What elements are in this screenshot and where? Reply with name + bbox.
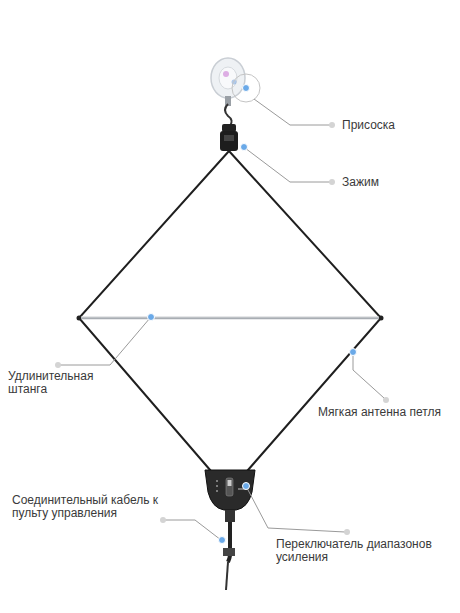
connecting-cable: [223, 510, 235, 590]
leader-lines: [60, 74, 384, 540]
clamp: [220, 104, 238, 151]
joint: [379, 316, 384, 321]
part-label: Удлинительная штанга: [8, 370, 108, 396]
part-label: Соединительный кабель к пульту управлени…: [12, 494, 162, 520]
part-label: Переключатель диапазонов усиления: [276, 538, 454, 564]
part-label: Присоска: [342, 119, 395, 132]
extension-rod-highlight: [81, 317, 379, 318]
joint: [77, 316, 82, 321]
extension-rod: [81, 317, 379, 320]
loop-antenna: [79, 151, 381, 478]
part-label: Мягкая антенна петля: [318, 406, 441, 419]
suction-cup: [211, 58, 245, 106]
callout-dots: [55, 85, 389, 544]
part-label: Зажим: [342, 176, 379, 189]
